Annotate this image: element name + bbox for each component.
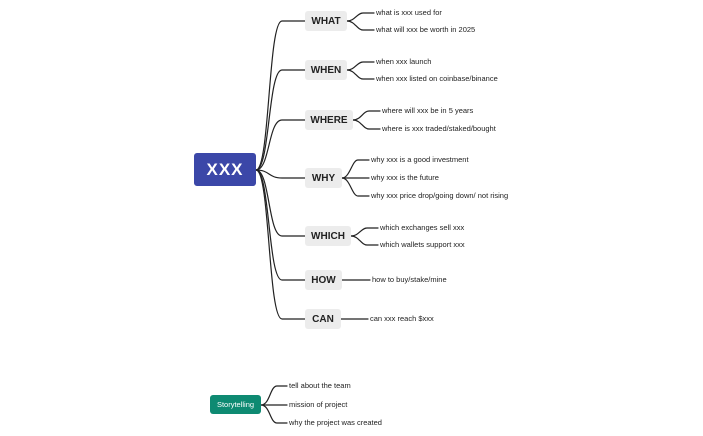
leaf-why-1[interactable]: why xxx is a good investment [371,155,469,164]
leaf-when-1[interactable]: when xxx launch [376,57,432,66]
leaf-which-1[interactable]: which exchanges sell xxx [380,223,465,232]
leaf-which-2[interactable]: which wallets support xxx [380,240,465,249]
leaf-where-1[interactable]: where will xxx be in 5 years [382,106,474,115]
leaf-why-3[interactable]: why xxx price drop/going down/ not risin… [371,191,509,200]
storytelling-node[interactable]: Storytelling [210,395,261,414]
leaf-why-2[interactable]: why xxx is the future [371,173,439,182]
topic-can[interactable]: CAN [305,309,341,329]
leaf-when-2[interactable]: when xxx listed on coinbase/binance [376,74,498,83]
topic-when[interactable]: WHEN [305,60,347,80]
topic-where[interactable]: WHERE [305,110,353,130]
leaf-how-1[interactable]: how to buy/stake/mine [372,275,447,284]
topic-which[interactable]: WHICH [305,226,351,246]
topic-how[interactable]: HOW [305,270,342,290]
leaf-what-1[interactable]: what is xxx used for [376,8,442,17]
story-leaf-3[interactable]: why the project was created [289,418,382,427]
story-leaf-2[interactable]: mission of project [289,400,348,409]
root-node[interactable]: XXX [194,153,256,186]
leaf-where-2[interactable]: where is xxx traded/staked/bought [382,124,496,133]
topic-why[interactable]: WHY [305,168,342,188]
leaf-what-2[interactable]: what will xxx be worth in 2025 [376,25,476,34]
story-leaf-1[interactable]: tell about the team [289,381,351,390]
topic-what[interactable]: WHAT [305,11,347,31]
leaf-can-1[interactable]: can xxx reach $xxx [370,314,434,323]
